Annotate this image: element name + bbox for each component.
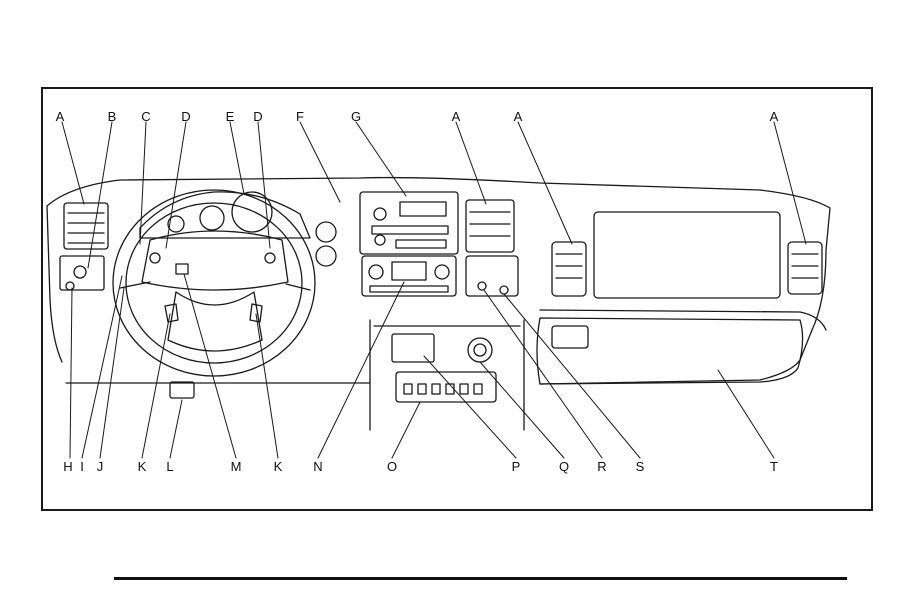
headlamp-knob [74,266,86,278]
center-console [370,320,524,430]
speedometer [232,192,272,232]
left-vent [64,203,108,249]
label-l: L [162,460,178,474]
switch-bezel [466,256,518,296]
right-center-vent [552,242,586,296]
climate-knob-right [435,265,449,279]
center-vent [466,200,514,252]
airbag-badge [176,264,188,274]
accessory-outlet-r [478,282,486,290]
label-j: J [92,460,108,474]
gauge-right-lower [316,246,336,266]
label-r: R [594,460,610,474]
label-b: B [104,110,120,124]
page-footer-rule [114,577,847,580]
glove-box [537,318,803,384]
label-o: O [384,460,400,474]
power-outlet [468,338,492,362]
parking-brake-release [170,382,194,398]
radio-knob-left [374,208,386,220]
label-e: E [222,110,238,124]
callout-lines [62,122,806,458]
label-a-right-vent: A [766,110,782,124]
label-d-right: D [250,110,266,124]
radio-knob-right [375,235,385,245]
label-q: Q [556,460,572,474]
console-storage [392,334,434,362]
steering-button-right-1 [265,253,275,263]
label-i: I [74,460,90,474]
label-a-left-vent: A [52,110,68,124]
label-a-right-center-vent: A [510,110,526,124]
label-k-left: K [134,460,150,474]
right-vent [788,242,822,294]
label-t: T [766,460,782,474]
climate-display [392,262,426,280]
tachometer [200,206,224,230]
steering-spoke-lower [168,292,262,351]
upper-storage [594,212,780,298]
steering-spoke-left [120,282,150,288]
label-d-left: D [178,110,194,124]
label-c: C [138,110,154,124]
label-s: S [632,460,648,474]
label-p: P [508,460,524,474]
radio-display [400,202,446,216]
fog-lamp-button [66,282,74,290]
glove-box-handle [552,326,588,348]
gauge-right-upper [316,222,336,242]
radio [360,192,458,254]
label-g: G [348,110,364,124]
accessory-outlet-s [500,286,508,294]
steering-button-left-1 [150,253,160,263]
climate-knob-left [369,265,383,279]
label-a-center-vent: A [448,110,464,124]
steering-spoke-right [286,284,310,290]
label-m: M [228,460,244,474]
label-f: F [292,110,308,124]
label-n: N [310,460,326,474]
label-k-right: K [270,460,286,474]
steering-wheel-inner [126,203,302,363]
